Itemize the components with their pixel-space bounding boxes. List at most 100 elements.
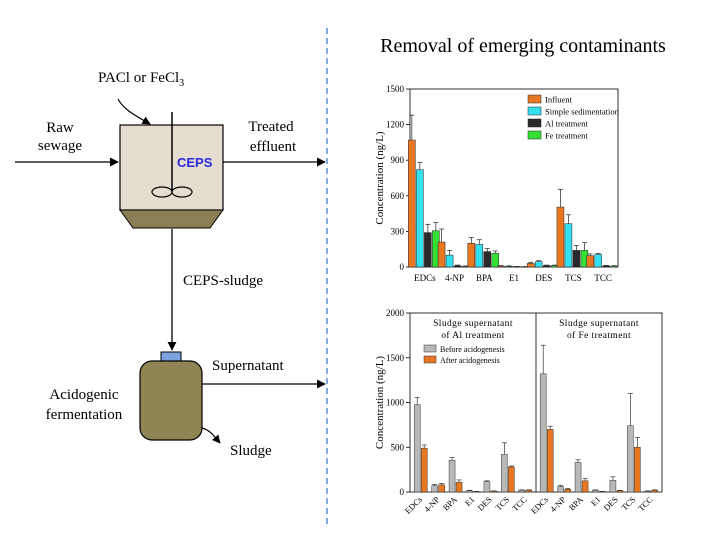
legend-label: After acidogenesis — [440, 356, 500, 365]
bar — [467, 243, 476, 268]
sludge-label: Sludge — [230, 443, 272, 459]
bar — [546, 429, 554, 493]
bar — [408, 139, 416, 268]
bar — [445, 254, 454, 268]
bar — [424, 232, 432, 268]
y-tick-label: 900 — [391, 155, 405, 165]
bar — [431, 485, 438, 493]
x-tick-label: TCC — [594, 273, 612, 283]
bar — [448, 459, 456, 493]
legend-swatch — [527, 94, 542, 104]
y-tick-label: 0 — [400, 262, 405, 272]
coagulant-dosing-arrow — [117, 98, 151, 125]
y-tick-label: 1500 — [386, 353, 405, 363]
panel-title-line1: Sludge supernatant — [433, 319, 513, 329]
panel-title-line2: of Fe treatment — [567, 330, 631, 341]
y-tick-label: 1500 — [386, 84, 405, 94]
bar — [501, 454, 508, 493]
panel-title-line2: of Al treatment — [441, 330, 505, 341]
bar — [644, 490, 652, 493]
x-tick-label: BPA — [476, 273, 493, 283]
supernatant-label: Supernatant — [212, 358, 284, 374]
legend-swatch — [527, 130, 542, 140]
x-tick-label: 4-NP — [422, 494, 442, 514]
raw-sewage-label-line1: Raw — [46, 120, 74, 136]
legend-label: Fe treatment — [545, 131, 588, 141]
bar — [455, 481, 463, 493]
panel-title-line1: Sludge supernatant — [559, 319, 639, 329]
x-tick-label: EDCs — [529, 494, 550, 515]
bar — [616, 490, 624, 493]
bar — [534, 261, 543, 268]
bar — [490, 490, 498, 493]
bar — [594, 254, 602, 268]
bar — [483, 251, 492, 268]
x-tick-label: TCS — [619, 494, 637, 512]
bar — [609, 480, 617, 493]
bar — [475, 244, 484, 268]
x-tick-label: 4-NP — [548, 494, 568, 514]
legend-swatch — [527, 106, 542, 116]
bar — [525, 489, 533, 493]
x-tick-label: BPA — [441, 494, 460, 513]
section-heading: Removal of emerging contaminants — [380, 35, 666, 57]
acidogenic-label-line1: Acidogenic — [49, 387, 118, 403]
bar — [508, 466, 515, 493]
bar — [651, 489, 659, 493]
bar — [610, 265, 618, 268]
x-tick-label: DES — [475, 494, 494, 513]
fermenter-vessel — [139, 360, 203, 441]
legend-label: Influent — [545, 95, 573, 105]
fermenter-cap — [160, 351, 182, 362]
bar — [581, 480, 589, 493]
x-tick-label: DES — [535, 273, 552, 283]
bar — [491, 253, 500, 268]
bar — [627, 425, 634, 493]
bar — [416, 169, 424, 268]
x-tick-label: DES — [601, 494, 620, 513]
process-diagram: PACl or FeCl3 CEPS Raw sewage Treated ef… — [15, 28, 328, 525]
bar — [437, 241, 446, 268]
treated-effluent-label-line1: Treated — [248, 119, 294, 135]
x-tick-label: 4-NP — [445, 273, 464, 283]
bar — [438, 484, 445, 493]
x-tick-label: TCC — [510, 494, 529, 513]
x-tick-label: TCC — [636, 494, 655, 513]
bar — [413, 404, 421, 493]
bar — [592, 489, 599, 493]
y-tick-label: 1200 — [386, 120, 405, 130]
bar — [586, 255, 594, 268]
bar — [557, 486, 564, 493]
bar — [518, 489, 526, 493]
legend-swatch — [423, 344, 437, 353]
bar — [420, 447, 428, 493]
x-tick-label: BPA — [567, 494, 586, 513]
bar — [505, 266, 513, 268]
bar — [556, 206, 565, 268]
ceps-sludge-layer — [119, 209, 224, 229]
y-tick-label: 2000 — [386, 308, 405, 318]
bar — [542, 265, 551, 268]
bar — [574, 462, 582, 493]
legend-label: Simple sedimentation — [545, 107, 620, 117]
acidogenic-label-line2: fermentation — [46, 407, 123, 423]
raw-sewage-label-line2: sewage — [38, 138, 82, 154]
x-tick-label: TCS — [493, 494, 511, 512]
bar — [564, 489, 571, 493]
y-tick-label: 300 — [391, 226, 405, 236]
bar — [483, 481, 491, 493]
bar — [564, 223, 573, 268]
x-tick-label: EDCs — [414, 273, 436, 283]
bar — [602, 265, 610, 268]
stirrer-blade-right — [171, 186, 193, 198]
y-tick-label: 0 — [400, 487, 405, 497]
y-tick-label: 1000 — [386, 398, 405, 408]
treated-effluent-label-line2: effluent — [250, 139, 297, 155]
bar — [526, 263, 535, 268]
coagulant-label: PACl or FeCl3 — [98, 70, 184, 89]
ceps-label: CEPS — [177, 155, 213, 170]
bar — [634, 447, 641, 493]
ceps-sludge-label: CEPS-sludge — [183, 273, 263, 289]
